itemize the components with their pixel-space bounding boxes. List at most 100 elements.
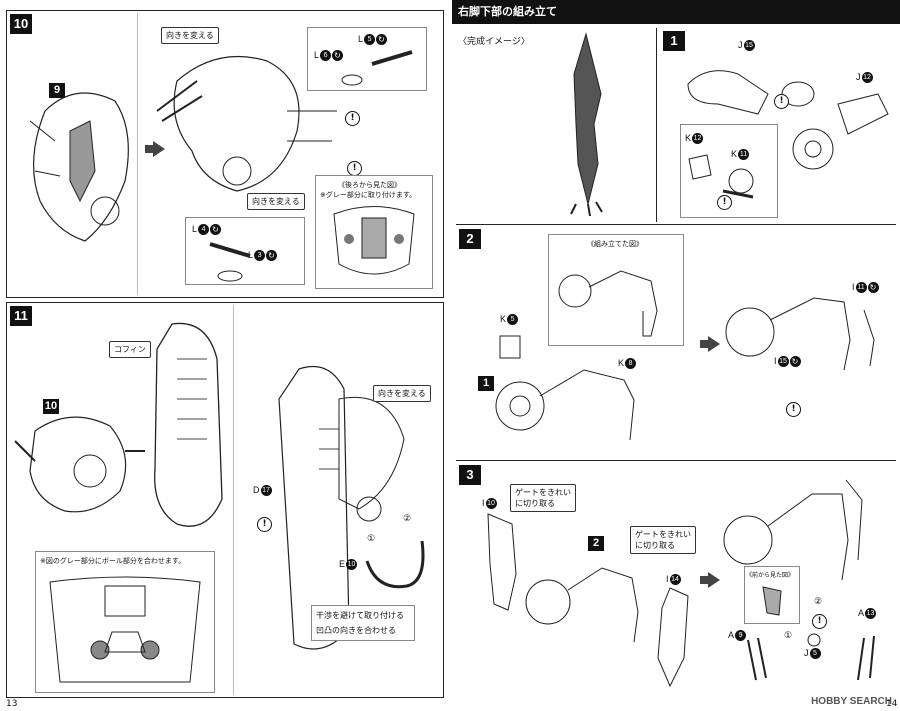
part-number: 5 <box>364 34 376 46</box>
page-number: 14 <box>886 699 898 709</box>
step-order-2: ② <box>403 513 412 523</box>
part-letter: E <box>339 559 346 569</box>
part-letter: L <box>358 34 364 44</box>
leg-assembly-illustration <box>525 567 639 643</box>
step-order-1: ① <box>367 533 376 543</box>
ref-part-badge: 9 <box>49 83 65 98</box>
rotate-icon: ↻ <box>210 224 222 236</box>
turn-callout: 向きを変える <box>373 385 431 402</box>
part-number: 5 <box>809 648 821 660</box>
next-arrow <box>145 141 165 157</box>
part-letter: L <box>248 250 254 260</box>
part-number: 4 <box>198 224 210 236</box>
grey-area-detail-box: ※図のグレー部分にボール部分を合わせます。 <box>35 551 215 693</box>
complete-image-title: 〈完成イメージ〉 <box>458 36 530 46</box>
cable-part-illustration <box>365 540 425 589</box>
rotate-icon: ↻ <box>332 50 344 62</box>
page-number: 13 <box>6 699 18 709</box>
leg-assembly-illustration <box>495 335 635 441</box>
section-header: 右脚下部の組み立て <box>452 0 900 24</box>
grey-area-note: ※図のグレー部分にボール部分を合わせます。 <box>40 557 186 565</box>
ball-joint-detail-illustration <box>49 576 201 683</box>
part-letter: L <box>314 50 320 60</box>
complete-image-panel: 〈完成イメージ〉 <box>456 28 657 222</box>
small-joint-parts-illustration <box>688 154 754 199</box>
back-view-note: ※グレー部分に取り付けます。 <box>320 191 417 199</box>
claw-parts-illustration <box>747 633 875 681</box>
step-order-2: ② <box>814 596 823 606</box>
leg-plate-part-illustration <box>657 587 689 688</box>
part-letter: I <box>852 282 855 292</box>
ref-part-badge: 10 <box>43 399 59 414</box>
part-letter: D <box>253 485 260 495</box>
part-number: 10 <box>346 559 358 571</box>
mech-torso-illustration <box>29 92 129 242</box>
gate-cut-note: ゲートをきれい に切り取る <box>630 526 696 554</box>
ref-part-badge: 1 <box>478 376 494 391</box>
divider <box>137 13 138 295</box>
pin-parts-illustration <box>209 242 251 282</box>
assembly-note-2: 凹凸の向きを合わせる <box>316 626 396 635</box>
rotate-icon: ↻ <box>376 34 388 46</box>
gate-cut-note: ゲートをきれい に切り取る <box>510 484 576 512</box>
step-number: 1 <box>663 31 685 51</box>
back-view-illustration <box>333 206 415 275</box>
part-letter: A <box>728 630 735 640</box>
part-number: 6 <box>320 50 332 62</box>
caution-icon: ! <box>345 111 360 126</box>
part-letter: I <box>666 574 669 584</box>
part-letter: J <box>804 648 809 658</box>
next-arrow <box>700 336 720 352</box>
part-letter: K <box>685 133 692 143</box>
part-number: 12 <box>861 72 873 84</box>
caution-icon: ! <box>717 195 732 210</box>
part-number: 14 <box>669 574 681 586</box>
leg-assembly-result-illustration <box>723 479 863 581</box>
step-number: 11 <box>10 306 32 326</box>
front-view-illustration <box>762 586 782 616</box>
part-letter: K <box>731 149 738 159</box>
part-number: 10 <box>485 498 497 510</box>
part-number: 3 <box>254 250 266 262</box>
step-number: 3 <box>459 465 481 485</box>
part-letter: J <box>738 40 743 50</box>
part-number: 9 <box>735 630 747 642</box>
rotate-icon: ↻ <box>867 282 879 294</box>
coffin-illustration <box>154 322 223 527</box>
part-number: 5 <box>507 314 519 326</box>
part-number: 13 <box>865 608 877 620</box>
assembled-leg-illustration <box>558 270 658 337</box>
divider <box>456 460 896 461</box>
step-number: 2 <box>459 229 481 249</box>
part-letter: J <box>856 72 861 82</box>
assembly-note-box: 干渉を避けて取り付ける 凹凸の向きを合わせる <box>311 605 415 641</box>
part-letter: I <box>482 498 485 508</box>
hobby-search-watermark: HOBBY SEARCH <box>811 696 892 707</box>
leg-assembly-result-illustration <box>725 297 875 371</box>
back-view-box: 《後ろから見た図》 ※グレー部分に取り付けます。 <box>315 175 433 289</box>
back-view-title: 《後ろから見た図》 <box>338 181 401 189</box>
mech-torso-rotated-illustration <box>156 55 337 192</box>
turn-callout: 向きを変える <box>161 27 219 44</box>
part-number: 11 <box>855 282 867 294</box>
part-number: 17 <box>260 485 272 497</box>
caution-icon: ! <box>774 94 789 109</box>
part-number: 12 <box>692 133 704 145</box>
assembly-note-1: 干渉を避けて取り付ける <box>316 611 404 620</box>
front-view-title: 《前から見た図》 <box>746 572 795 579</box>
assembled-view-title: 《組み立てた図》 <box>587 240 643 248</box>
turn-callout: 向きを変える <box>247 193 305 210</box>
rotate-icon: ↻ <box>789 356 801 368</box>
part-letter: K <box>618 358 625 368</box>
part-number: 15 <box>777 356 789 368</box>
leg-plate-part-illustration <box>487 513 517 611</box>
front-view-box: 《前から見た図》 <box>744 566 800 624</box>
caution-icon: ! <box>812 614 827 629</box>
caution-icon: ! <box>347 161 362 176</box>
